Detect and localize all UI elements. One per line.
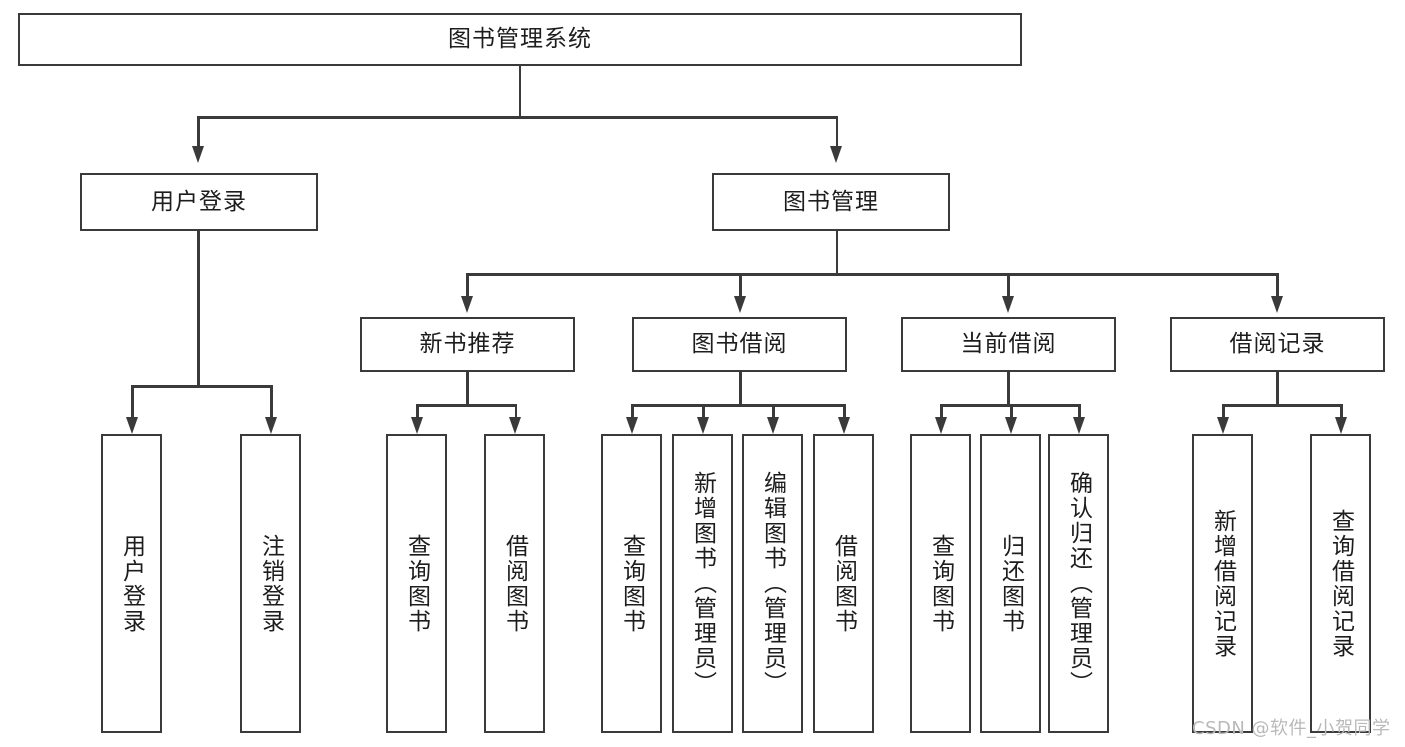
node-leaf-logout-label: 注销登录 (257, 533, 284, 634)
node-leaf-query-book-2-label: 查询图书 (618, 533, 645, 634)
node-borrow-record[interactable]: 借阅记录 (1170, 317, 1385, 372)
arrowhead-leaf-add-record (1216, 417, 1229, 434)
connector-book-manage-drop-2 (739, 273, 742, 297)
connector-root-bus (197, 116, 838, 119)
arrowhead-leaf-query-book-3 (934, 417, 947, 434)
connector-user-login-drop-2 (270, 385, 273, 417)
node-leaf-user-login-label: 用户登录 (118, 533, 145, 634)
node-root-label: 图书管理系统 (448, 26, 592, 53)
connector-current-borrow-drop-1 (940, 404, 943, 417)
node-leaf-query-book-3[interactable]: 查询图书 (910, 434, 971, 733)
node-leaf-confirm-return-label: 确认归还（管理员） (1065, 471, 1092, 696)
node-current-borrow[interactable]: 当前借阅 (901, 317, 1116, 372)
arrowhead-leaf-borrow-book-1 (509, 417, 522, 434)
node-current-borrow-label: 当前借阅 (960, 331, 1057, 358)
node-leaf-query-book-2[interactable]: 查询图书 (601, 434, 662, 733)
connector-root-drop-book-manage (835, 116, 838, 146)
node-leaf-query-record-label: 查询借阅记录 (1327, 508, 1354, 659)
connector-book-manage-drop-3 (1007, 273, 1010, 297)
node-leaf-add-book[interactable]: 新增图书（管理员） (672, 434, 733, 733)
node-leaf-add-record[interactable]: 新增借阅记录 (1192, 434, 1253, 733)
arrowhead-leaf-query-record (1334, 417, 1347, 434)
connector-current-borrow-stem (1007, 372, 1010, 406)
node-book-manage-label: 图书管理 (783, 188, 879, 215)
arrowhead-leaf-return-book (1004, 417, 1017, 434)
connector-new-book-drop-2 (514, 404, 517, 417)
node-borrow-record-label: 借阅记录 (1229, 331, 1326, 358)
csdn-watermark: CSDN @软件_小贺同学 (1192, 718, 1391, 739)
connector-book-borrow-stem (739, 372, 742, 406)
connector-new-book-bus (416, 404, 517, 407)
node-leaf-return-book-label: 归还图书 (997, 533, 1024, 634)
node-leaf-borrow-book-1[interactable]: 借阅图书 (484, 434, 545, 733)
arrowhead-book-manage (830, 146, 843, 163)
connector-new-book-drop-1 (416, 404, 419, 417)
node-book-borrow-label: 图书借阅 (691, 331, 788, 358)
connector-user-login-bus (131, 385, 272, 388)
node-leaf-query-book-1-label: 查询图书 (403, 533, 430, 634)
connector-book-manage-drop-4 (1276, 273, 1279, 297)
connector-borrow-record-bus (1222, 404, 1342, 407)
arrowhead-leaf-edit-book (766, 417, 779, 434)
node-book-manage[interactable]: 图书管理 (712, 173, 950, 231)
connector-book-borrow-drop-4 (843, 404, 846, 417)
arrowhead-leaf-borrow-book-2 (837, 417, 850, 434)
connector-book-borrow-drop-2 (702, 404, 705, 417)
connector-book-borrow-drop-3 (772, 404, 775, 417)
connector-book-borrow-drop-1 (631, 404, 634, 417)
connector-book-manage-bus (466, 273, 1276, 276)
node-leaf-query-record[interactable]: 查询借阅记录 (1310, 434, 1371, 733)
connector-user-login-drop-1 (131, 385, 134, 417)
connector-user-login-stem (197, 231, 200, 387)
node-leaf-add-record-label: 新增借阅记录 (1209, 508, 1236, 659)
connector-root-drop-user-login (197, 116, 200, 146)
node-leaf-edit-book-label: 编辑图书（管理员） (759, 471, 786, 696)
node-user-login-label: 用户登录 (151, 188, 247, 215)
node-leaf-borrow-book-2-label: 借阅图书 (830, 533, 857, 634)
node-leaf-query-book-3-label: 查询图书 (927, 533, 954, 634)
connector-book-manage-drop-1 (466, 273, 469, 297)
connector-borrow-record-drop-2 (1340, 404, 1343, 417)
node-leaf-add-book-label: 新增图书（管理员） (689, 471, 716, 696)
node-leaf-user-login[interactable]: 用户登录 (101, 434, 162, 733)
node-leaf-borrow-book-1-label: 借阅图书 (501, 533, 528, 634)
arrowhead-new-book-recommend (460, 296, 473, 313)
node-leaf-return-book[interactable]: 归还图书 (980, 434, 1041, 733)
connector-current-borrow-drop-2 (1010, 404, 1013, 417)
connector-current-borrow-drop-3 (1078, 404, 1081, 417)
node-root[interactable]: 图书管理系统 (18, 13, 1022, 66)
arrowhead-leaf-query-book-1 (410, 417, 423, 434)
arrowhead-current-borrow (1001, 296, 1014, 313)
arrowhead-leaf-confirm-return (1072, 417, 1085, 434)
node-user-login[interactable]: 用户登录 (80, 173, 318, 231)
node-leaf-edit-book[interactable]: 编辑图书（管理员） (742, 434, 803, 733)
connector-new-book-stem (466, 372, 469, 406)
arrowhead-leaf-add-book (696, 417, 709, 434)
connector-borrow-record-drop-1 (1222, 404, 1225, 417)
node-new-book-recommend-label: 新书推荐 (419, 331, 516, 358)
arrowhead-leaf-logout (264, 417, 277, 434)
arrowhead-leaf-query-book-2 (625, 417, 638, 434)
node-leaf-logout[interactable]: 注销登录 (240, 434, 301, 733)
connector-borrow-record-stem (1276, 372, 1279, 406)
node-new-book-recommend[interactable]: 新书推荐 (360, 317, 575, 372)
node-leaf-confirm-return[interactable]: 确认归还（管理员） (1048, 434, 1109, 733)
connector-book-borrow-bus (631, 404, 845, 407)
arrowhead-leaf-user-login (125, 417, 138, 434)
arrowhead-user-login (191, 146, 204, 163)
connector-book-manage-stem (835, 231, 838, 275)
node-leaf-borrow-book-2[interactable]: 借阅图书 (813, 434, 874, 733)
arrowhead-book-borrow (733, 296, 746, 313)
node-leaf-query-book-1[interactable]: 查询图书 (386, 434, 447, 733)
connector-root-stem (518, 66, 521, 117)
arrowhead-borrow-record (1270, 296, 1283, 313)
node-book-borrow[interactable]: 图书借阅 (632, 317, 847, 372)
